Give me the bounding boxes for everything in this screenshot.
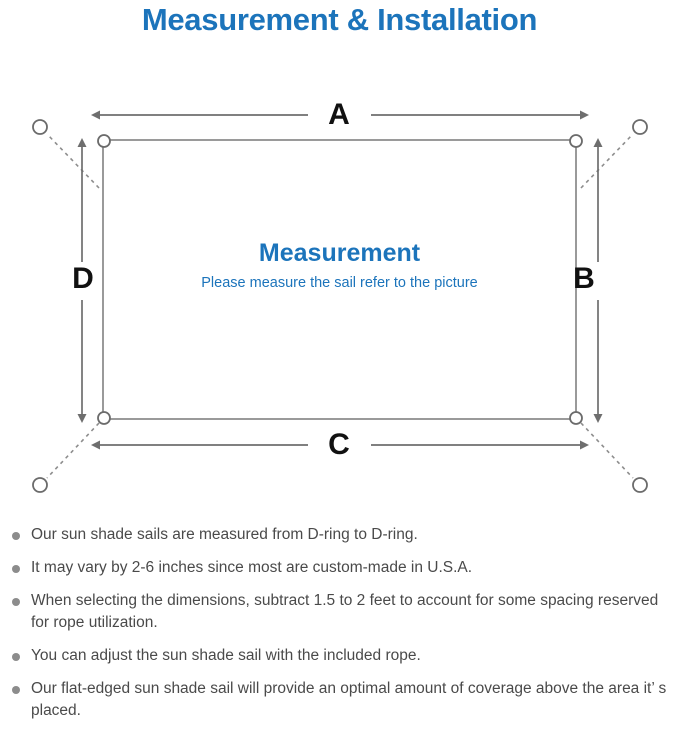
list-item: It may vary by 2-6 inches since most are… — [0, 557, 679, 579]
list-item: You can adjust the sun shade sail with t… — [0, 645, 679, 667]
dimension-label-d: D — [72, 262, 94, 295]
diagram-svg — [32, 110, 648, 493]
d-ring-icon — [97, 134, 583, 425]
dimension-label-a: A — [328, 98, 350, 131]
list-item-text: Our flat-edged sun shade sail will provi… — [31, 680, 667, 719]
list-item: When selecting the dimensions, subtract … — [0, 590, 679, 634]
page-title: Measurement & Installation — [141, 2, 538, 37]
bullet-dot-icon — [12, 532, 20, 540]
bullet-dot-icon — [12, 565, 20, 573]
list-item: Our sun shade sails are measured from D-… — [0, 524, 679, 546]
list-item-text: It may vary by 2-6 inches since most are… — [31, 559, 473, 576]
list-item-text: When selecting the dimensions, subtract … — [31, 592, 659, 631]
list-item-text: You can adjust the sun shade sail with t… — [31, 647, 421, 664]
bullet-dot-icon — [12, 598, 20, 606]
dimension-label-c: C — [328, 428, 350, 461]
sail-rectangle — [102, 139, 577, 420]
list-item: Our flat-edged sun shade sail will provi… — [0, 678, 679, 722]
sail-measurement-diagram: Measurement Please measure the sail refe… — [0, 52, 679, 512]
bullet-dot-icon — [12, 653, 20, 661]
list-item-text: Our sun shade sails are measured from D-… — [31, 526, 418, 543]
notes-list: Our sun shade sails are measured from D-… — [0, 524, 679, 733]
dashed-rope-line — [46, 133, 634, 479]
bullet-dot-icon — [12, 686, 20, 694]
anchor-ring-icon — [32, 119, 648, 493]
dimension-label-b: B — [573, 262, 595, 295]
